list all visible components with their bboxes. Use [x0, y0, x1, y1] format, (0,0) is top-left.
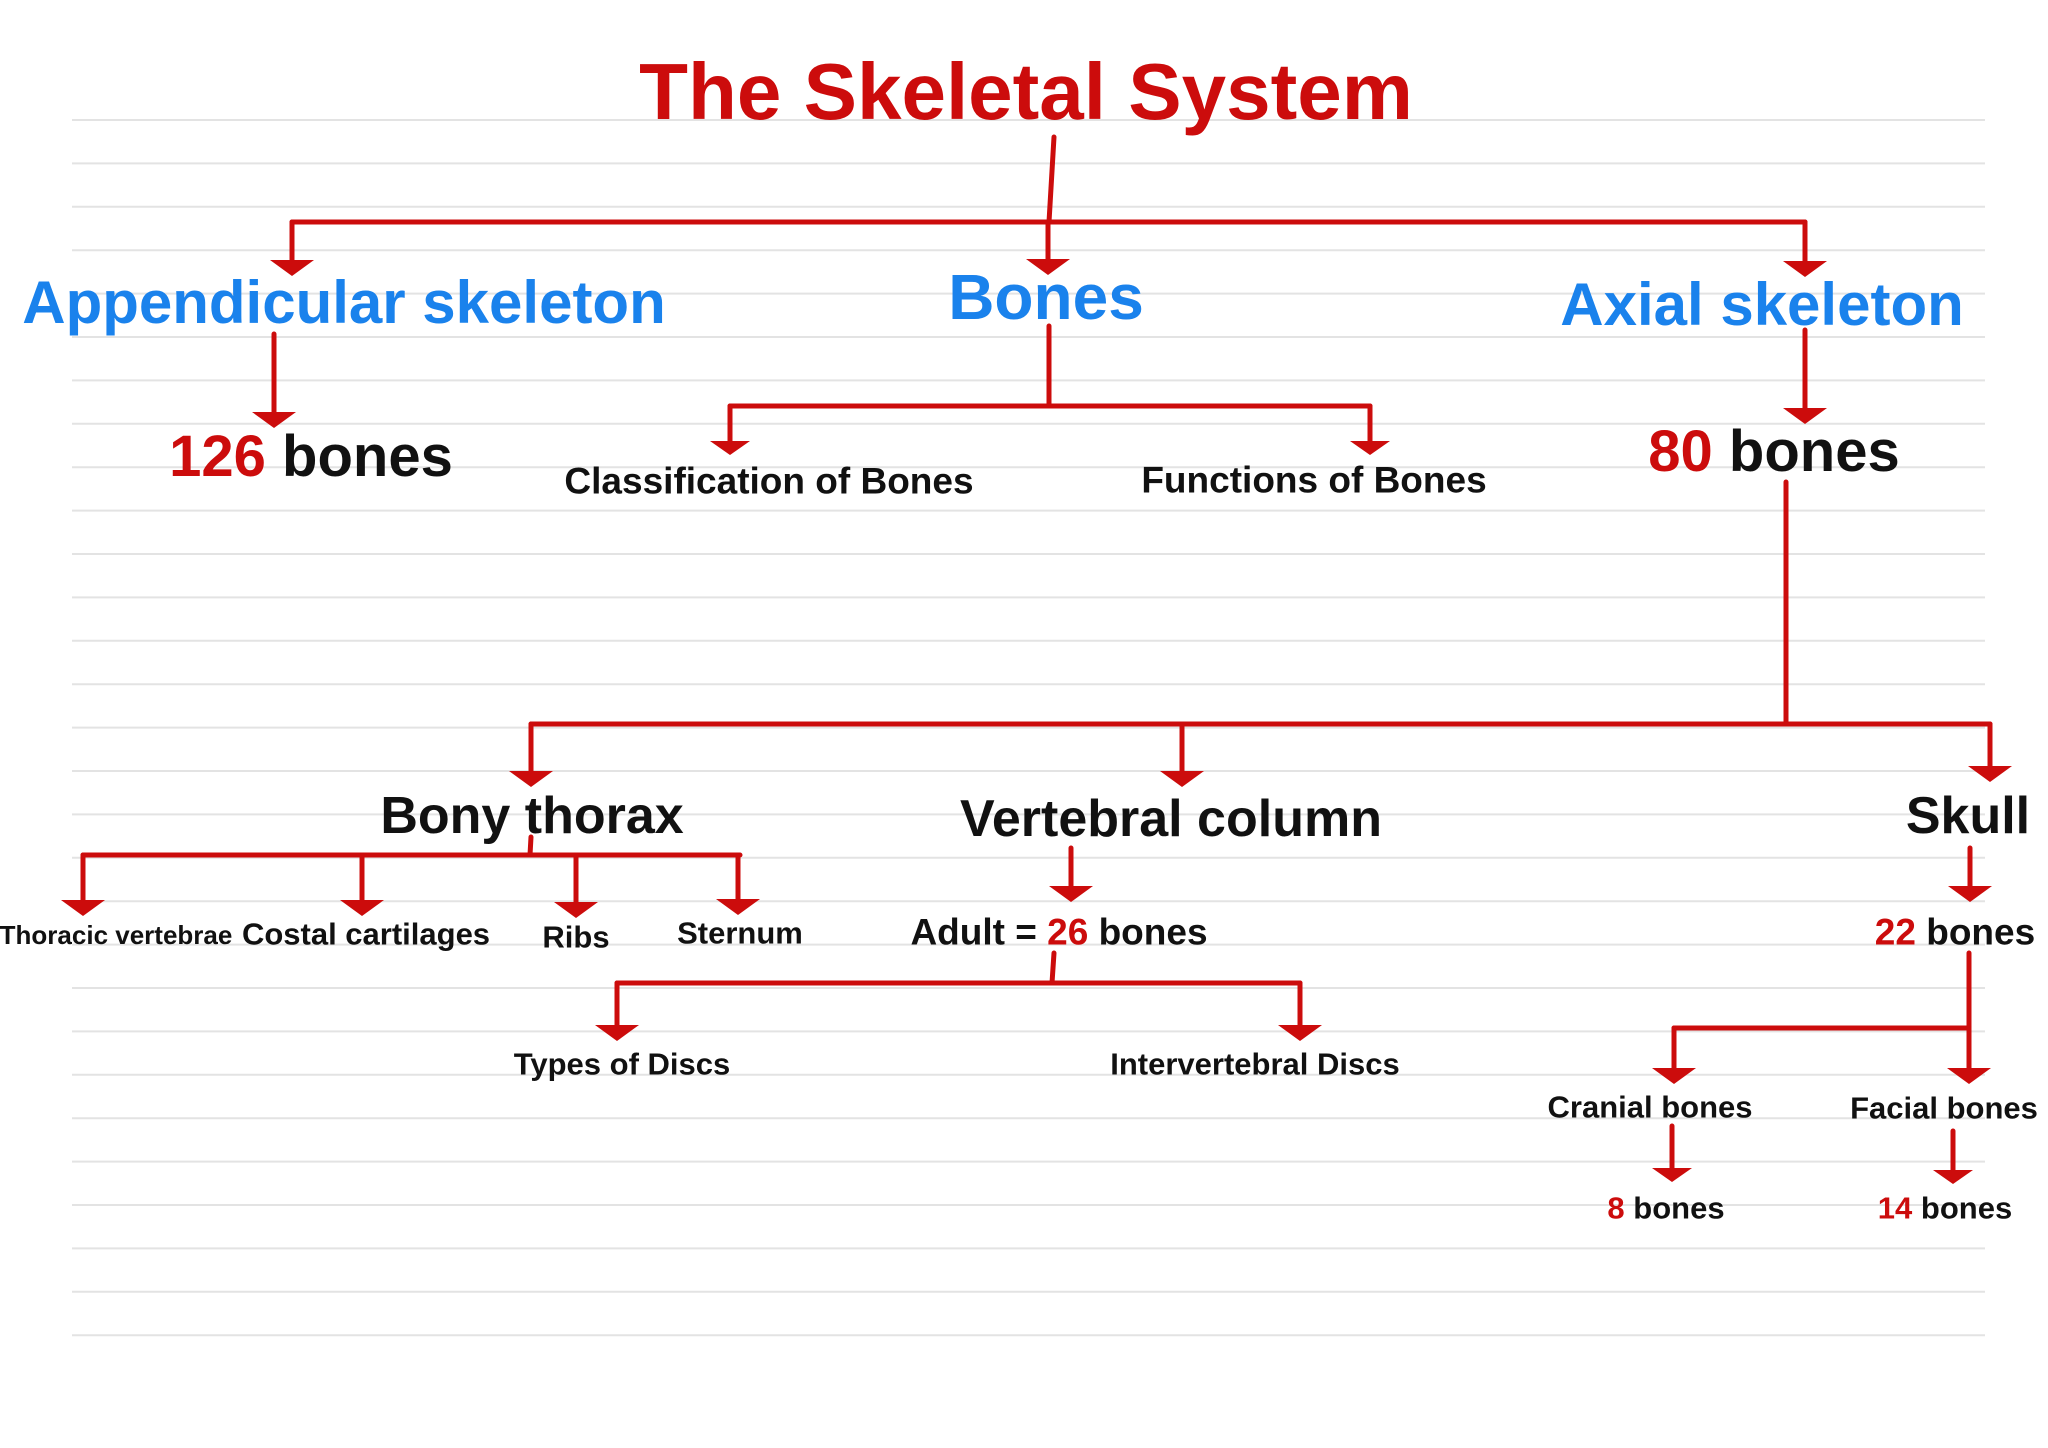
to-axial-arrowhead: [1783, 261, 1827, 277]
appendicular-count-number: 126: [169, 424, 266, 489]
appendicular-skeleton-label: Appendicular skeleton: [22, 269, 666, 336]
to-cranial-bones-arrowhead: [1652, 1068, 1696, 1084]
vertebral-count-unit: bones: [1098, 911, 1208, 953]
types-of-discs-label: Types of Discs: [513, 1046, 731, 1082]
to-facial-count-arrowhead: [1933, 1170, 1973, 1184]
to-costal-cartilages-arrowhead: [340, 900, 384, 916]
ribs-label: Ribs: [542, 919, 610, 955]
bones-label: Bones: [948, 261, 1144, 333]
bony-thorax-stem: [527, 834, 534, 858]
to-vertebral-count-arrowhead: [1049, 886, 1093, 902]
cranial-bones-label: Cranial bones: [1547, 1089, 1753, 1125]
to-types-of-discs-arrowhead: [595, 1025, 639, 1041]
vertebral-count-stem: [1049, 950, 1057, 986]
to-bones-arrowhead: [1026, 259, 1070, 275]
skull-count-unit: bones: [1926, 911, 2036, 953]
to-cranial-count-arrowhead: [1652, 1168, 1692, 1182]
to-axial-count-arrowhead: [1783, 408, 1827, 424]
cranial-bone-count: 8 bones: [1607, 1193, 1724, 1224]
thoracic-vertebrae-label: Thoracic vertebrae: [0, 920, 233, 950]
vertebral-count-number: 26: [1047, 911, 1089, 953]
to-skull-count-arrowhead: [1948, 886, 1992, 902]
costal-cartilages-label: Costal cartilages: [241, 916, 491, 952]
to-facial-bones-arrowhead: [1947, 1068, 1991, 1084]
skull-label: Skull: [1905, 787, 2031, 845]
to-appendicular-count-arrowhead: [252, 412, 296, 428]
title-stem: [1046, 134, 1057, 225]
facial-count-number: 14: [1877, 1190, 1913, 1226]
to-appendicular-arrowhead: [270, 260, 314, 276]
axial-bone-count: 80 bones: [1648, 423, 1899, 481]
to-thoracic-vertebrae-arrowhead: [61, 900, 105, 916]
axial-skeleton-label: Axial skeleton: [1560, 271, 1964, 338]
skull-count-number: 22: [1874, 911, 1916, 953]
facial-bones-label: Facial bones: [1850, 1090, 2038, 1126]
tree-connectors: [61, 134, 2012, 1184]
axial-count-unit: bones: [1728, 419, 1900, 484]
skull-bone-count: 22 bones: [1875, 914, 2035, 951]
to-classification-arrowhead: [710, 441, 750, 455]
appendicular-bone-count: 126 bones: [169, 428, 453, 486]
to-intervertebral-discs-arrowhead: [1278, 1025, 1322, 1041]
vertebral-count-prefix: Adult =: [910, 911, 1048, 953]
appendicular-count-unit: bones: [282, 424, 453, 489]
to-functions-arrowhead: [1350, 441, 1390, 455]
to-skull-arrowhead: [1968, 766, 2012, 782]
to-ribs-arrowhead: [554, 902, 598, 918]
sternum-label: Sternum: [677, 915, 803, 951]
intervertebral-discs-label: Intervertebral Discs: [1110, 1046, 1400, 1082]
facial-bone-count: 14 bones: [1878, 1193, 2012, 1224]
to-sternum-arrowhead: [716, 899, 760, 915]
vertebral-column-label: Vertebral column: [960, 790, 1382, 848]
to-vertebral-column-arrowhead: [1160, 771, 1204, 787]
cranial-count-unit: bones: [1633, 1190, 1725, 1226]
cranial-count-number: 8: [1607, 1190, 1625, 1226]
classification-of-bones-label: Classification of Bones: [564, 460, 974, 502]
bony-thorax-label: Bony thorax: [380, 787, 684, 845]
axial-count-number: 80: [1648, 419, 1713, 484]
functions-of-bones-label: Functions of Bones: [1141, 459, 1487, 501]
diagram-title: The Skeletal System: [639, 47, 1413, 136]
vertebral-column-bone-count: Adult = 26 bones: [910, 914, 1207, 951]
facial-count-unit: bones: [1920, 1190, 2013, 1226]
to-bony-thorax-arrowhead: [509, 771, 553, 787]
